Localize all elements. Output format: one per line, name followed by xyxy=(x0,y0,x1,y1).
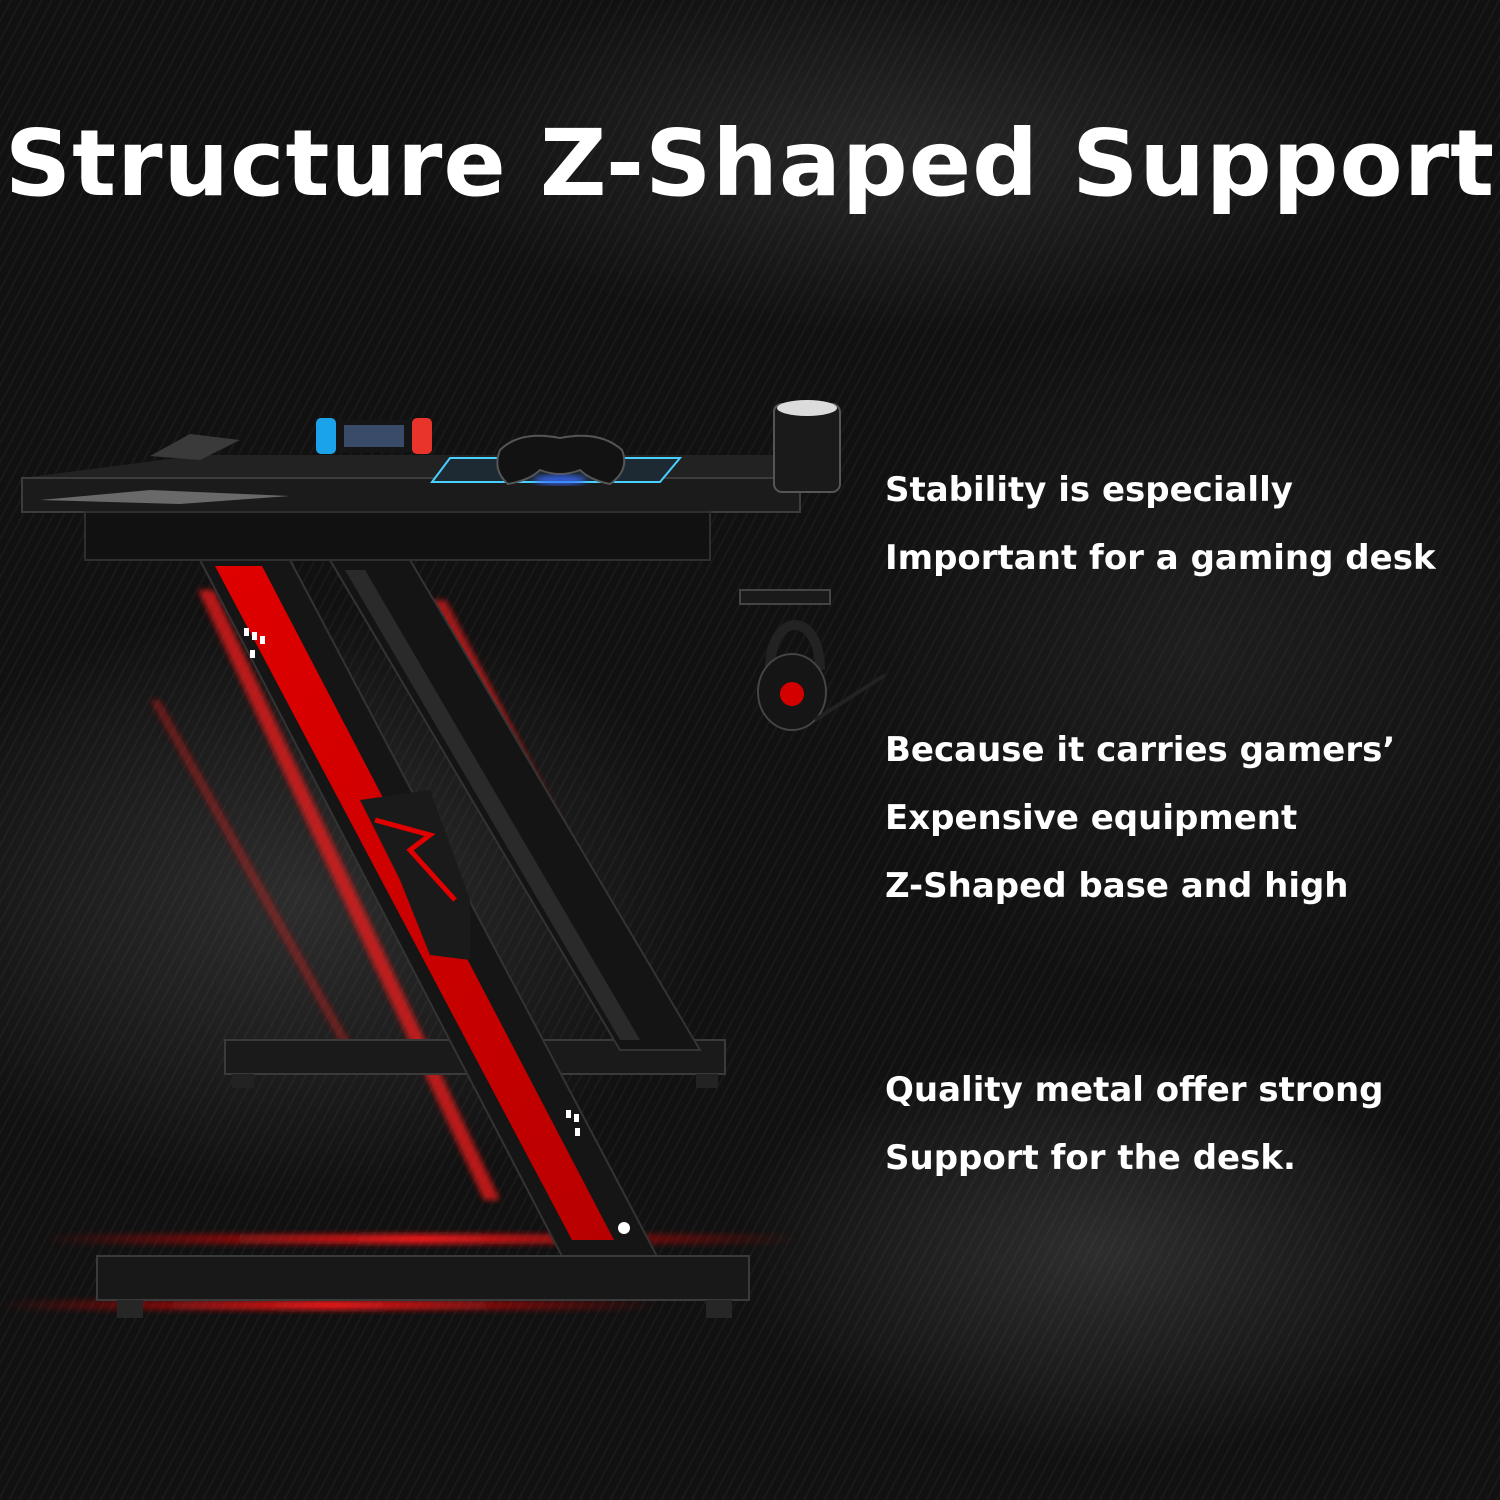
red-light-streaks xyxy=(0,590,800,1310)
handheld-console-icon xyxy=(316,418,432,454)
headphone-hook xyxy=(739,589,831,605)
page-title: Structure Z-Shaped Support xyxy=(4,110,1496,217)
lightning-bolt xyxy=(374,817,457,902)
light-streak xyxy=(0,1300,660,1310)
front-z-leg xyxy=(198,559,662,1263)
feature-line: Important for a gaming desk xyxy=(885,538,1436,578)
feature-stability: Stability is especially Important for a … xyxy=(885,456,1495,592)
light-streak xyxy=(150,700,360,1060)
light-streak xyxy=(40,1234,800,1244)
feature-metal: Quality metal offer strong Support for t… xyxy=(885,1056,1495,1192)
feature-line: Quality metal offer strong xyxy=(885,1070,1384,1110)
monitor-stand xyxy=(150,434,240,460)
game-controller-icon xyxy=(496,434,626,486)
vent-marks xyxy=(244,628,580,1136)
feature-line: Support for the desk. xyxy=(885,1138,1296,1178)
screw xyxy=(618,1222,630,1234)
feature-line: Expensive equipment xyxy=(885,798,1298,838)
headphones-icon xyxy=(757,620,887,731)
feature-line: Stability is especially xyxy=(885,470,1293,510)
desk-top xyxy=(21,455,801,561)
cup-holder-icon xyxy=(773,400,841,493)
feature-equipment: Because it carries gamers’ Expensive equ… xyxy=(885,716,1495,920)
lightning-emblem xyxy=(360,790,470,960)
feature-line: Because it carries gamers’ xyxy=(885,730,1396,770)
front-foot xyxy=(96,1255,750,1318)
feature-line: Z-Shaped base and high xyxy=(885,866,1349,906)
